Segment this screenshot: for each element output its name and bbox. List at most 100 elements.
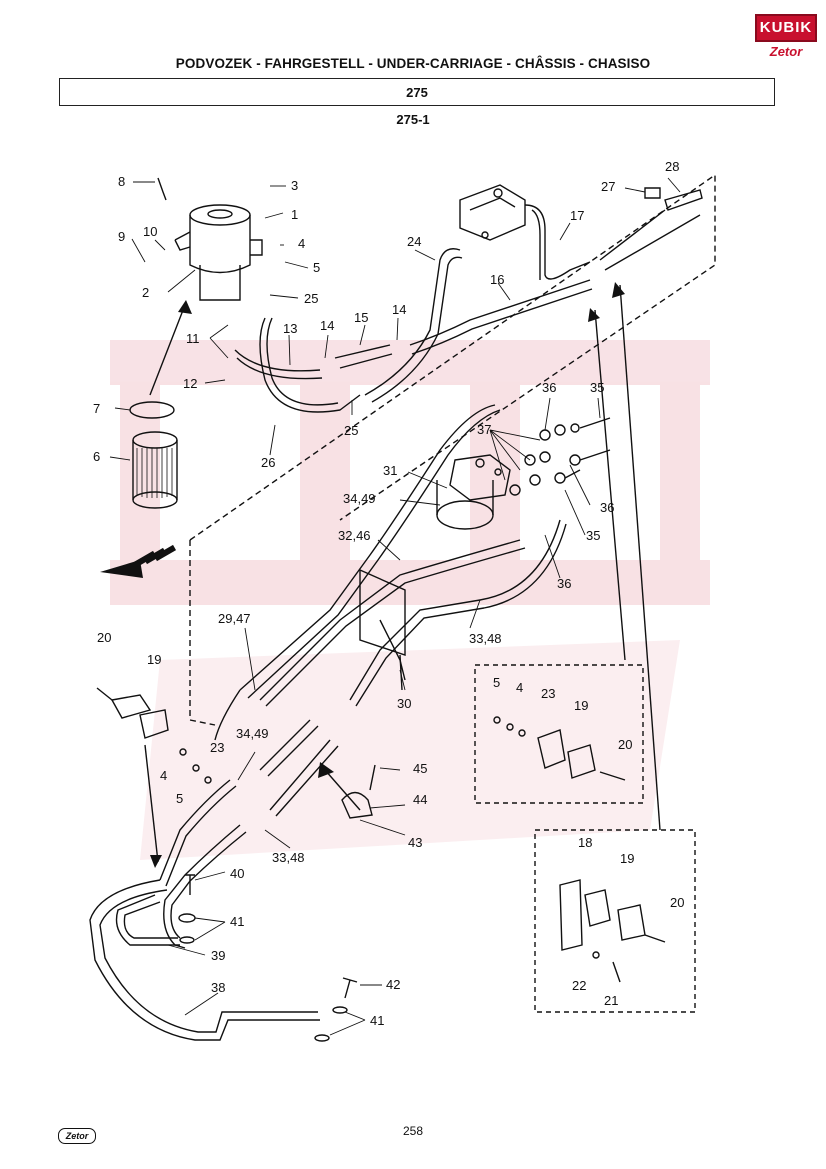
- screw-45: [369, 764, 376, 791]
- callout-36-bottom: 36: [557, 576, 571, 591]
- pipe-38: [89, 879, 320, 1041]
- callout-4: 4: [298, 236, 305, 251]
- callout-30: 30: [397, 696, 411, 711]
- callout-33-48-bottom: 33,48: [272, 850, 305, 865]
- hose-17: [524, 204, 591, 280]
- hose-13: [234, 349, 321, 372]
- logo-brand-top: KUBIK: [755, 14, 817, 42]
- leader-detail-2: [619, 284, 661, 831]
- pump-unit: [459, 184, 526, 241]
- callout-15: 15: [354, 310, 368, 325]
- callout-7: 7: [93, 401, 100, 416]
- arrow-heads: [100, 282, 625, 868]
- callout-28: 28: [665, 159, 679, 174]
- section-number-box: 275: [59, 78, 775, 106]
- dealer-logo: KUBIK Zetor: [755, 14, 817, 62]
- pipe-39: [115, 894, 180, 946]
- callout-3: 3: [291, 178, 298, 193]
- hose-26: [259, 317, 361, 413]
- callout-12: 12: [183, 376, 197, 391]
- callout-16: 16: [490, 272, 504, 287]
- detail-box-1: [474, 664, 644, 804]
- logo-brand-bottom: Zetor: [769, 44, 803, 59]
- figure-number: 275-1: [396, 112, 430, 127]
- callout-8: 8: [118, 174, 125, 189]
- page-number: 258: [402, 1124, 424, 1138]
- filter-element-6: [132, 431, 178, 509]
- callout-22: 22: [572, 978, 586, 993]
- hose-24: [364, 248, 461, 396]
- callout-38: 38: [211, 980, 225, 995]
- callout-23-left: 23: [210, 740, 224, 755]
- callout-34-49-top: 34,49: [343, 491, 376, 506]
- callout-27: 27: [601, 179, 615, 194]
- pipe-28: [599, 209, 701, 271]
- callout-44: 44: [413, 792, 427, 807]
- callout-31: 31: [383, 463, 397, 478]
- callout-20-left: 20: [97, 630, 111, 645]
- callout-25-bottom: 25: [344, 423, 358, 438]
- callout-39: 39: [211, 948, 225, 963]
- bracket-18-detail: [559, 879, 666, 983]
- callout-18: 18: [578, 835, 592, 850]
- callout-leaders: [109, 177, 681, 1036]
- callout-19-detail: 19: [574, 698, 588, 713]
- steering-unit-31: [436, 454, 511, 530]
- callout-29-47: 29,47: [218, 611, 251, 626]
- callout-40: 40: [230, 866, 244, 881]
- callout-34-49-bottom: 34,49: [236, 726, 269, 741]
- callout-4-detail: 4: [516, 680, 523, 695]
- callout-45: 45: [413, 761, 427, 776]
- callout-5-detail: 5: [493, 675, 500, 690]
- callout-4-left: 4: [160, 768, 167, 783]
- callout-33-48-top: 33,48: [469, 631, 502, 646]
- callout-43: 43: [408, 835, 422, 850]
- section-number: 275: [406, 84, 428, 100]
- callout-14-left: 14: [320, 318, 334, 333]
- callout-25-top: 25: [304, 291, 318, 306]
- filter-housing: [157, 177, 263, 301]
- callout-26: 26: [261, 455, 275, 470]
- callout-20-detail2: 20: [670, 895, 684, 910]
- detail-box-2: [534, 829, 696, 1013]
- hose-34-49-lower: [159, 779, 231, 881]
- callout-19-left: 19: [147, 652, 161, 667]
- bracket-plate: [359, 568, 406, 656]
- bracket-19-detail: [493, 716, 626, 781]
- callout-5: 5: [313, 260, 320, 275]
- callout-13: 13: [283, 321, 297, 336]
- callout-5-left: 5: [176, 791, 183, 806]
- callout-6: 6: [93, 449, 100, 464]
- leader-detail-1: [594, 309, 626, 661]
- fitting-27: [644, 187, 661, 199]
- callout-20-detail: 20: [618, 737, 632, 752]
- callout-41-upper: 41: [230, 914, 244, 929]
- page-title: PODVOZEK - FAHRGESTELL - UNDER-CARRIAGE …: [175, 56, 651, 71]
- callout-19-detail2: 19: [620, 851, 634, 866]
- callout-11: 11: [186, 331, 200, 346]
- leader-left-bracket: [144, 744, 159, 863]
- o-ring-7: [129, 401, 175, 419]
- hose-16: [409, 279, 593, 355]
- assembly-frame-left: [189, 540, 216, 726]
- callout-32-46: 32,46: [338, 528, 371, 543]
- callout-14-right: 14: [392, 302, 406, 317]
- callout-1: 1: [291, 207, 298, 222]
- callout-35-bottom: 35: [586, 528, 600, 543]
- hose-34-49: [239, 404, 496, 691]
- callout-23-detail: 23: [541, 686, 555, 701]
- callout-21: 21: [604, 993, 618, 1008]
- bolt-42: [342, 977, 358, 999]
- bolt-40: [185, 874, 195, 895]
- callout-41-lower: 41: [370, 1013, 384, 1028]
- callout-2: 2: [142, 285, 149, 300]
- callout-35-top: 35: [590, 380, 604, 395]
- callout-36-mid: 36: [600, 500, 614, 515]
- callout-37: 37: [477, 422, 491, 437]
- clamp-43: [341, 791, 373, 819]
- callout-17: 17: [570, 208, 584, 223]
- leader-filter: [149, 304, 186, 396]
- callout-24: 24: [407, 234, 421, 249]
- callout-36-top: 36: [542, 380, 556, 395]
